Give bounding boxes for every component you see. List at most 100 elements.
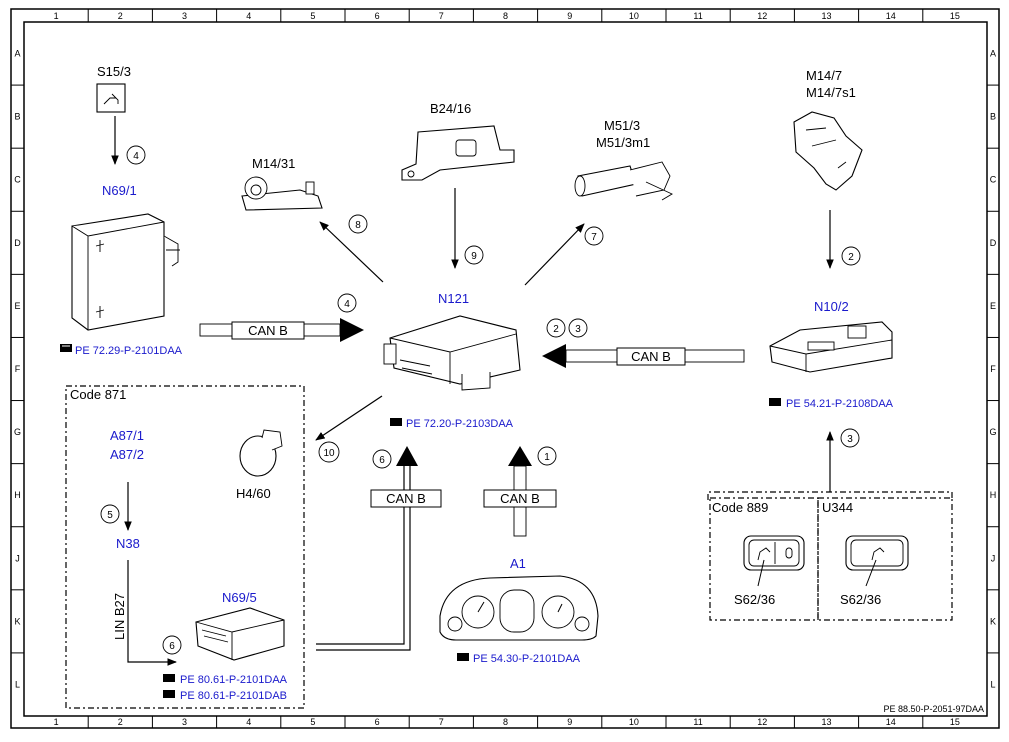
step-badge: 6: [162, 635, 182, 655]
label-a87-1: A87/1: [110, 428, 144, 443]
step-badge: 8: [348, 214, 368, 234]
grid-row-label: J: [15, 553, 20, 563]
arrow-n121-to-h4-60: [315, 395, 383, 441]
step-badge: 2: [546, 318, 566, 338]
label-m14-31: M14/31: [252, 156, 295, 171]
label-m14-7s1: M14/7s1: [806, 85, 856, 100]
step-badge: 3: [568, 318, 588, 338]
label-s62-36-b: S62/36: [840, 592, 881, 607]
grid-column-label: 13: [821, 717, 831, 727]
grid-column-label: 12: [757, 11, 767, 21]
svg-text:2: 2: [553, 324, 559, 335]
ref-n69-5-a: PE 80.61-P-2101DAA: [180, 674, 288, 686]
book-icon: [163, 690, 175, 698]
grid-column-label: 6: [375, 11, 380, 21]
grid-column-label: 5: [310, 717, 315, 727]
label-code-871: Code 871: [70, 387, 126, 402]
grid-column-label: 15: [950, 11, 960, 21]
label-a87-2: A87/2: [110, 447, 144, 462]
grid-row-label: F: [15, 364, 21, 374]
step-badge: 7: [584, 226, 604, 246]
svg-text:3: 3: [575, 324, 581, 335]
label-n121: N121: [438, 291, 469, 306]
grid-row-label: H: [14, 490, 21, 500]
grid-row-label: A: [14, 49, 20, 59]
grid-column-label: 11: [693, 717, 702, 727]
grid-column-label: 12: [757, 717, 767, 727]
label-m51-3: M51/3: [604, 118, 640, 133]
step-badge: 6: [372, 449, 392, 469]
switch-s62-36-single-icon: [845, 535, 909, 571]
grid-column-label: 2: [118, 11, 123, 21]
motor-m14-31-icon: [241, 176, 323, 211]
switch-s62-36-icon: [743, 535, 805, 571]
grid-row-label: F: [990, 364, 996, 374]
step-badge: 2: [841, 246, 861, 266]
ref-a1: PE 54.30-P-2101DAA: [473, 653, 581, 665]
grid-column-label: 1: [54, 11, 59, 21]
label-s62-36-a: S62/36: [734, 592, 775, 607]
leader-line: [865, 559, 877, 587]
svg-text:7: 7: [591, 232, 597, 243]
label-m51-3m1: M51/3m1: [596, 135, 650, 150]
arrow-n121-to-m14-31: [319, 221, 384, 283]
grid-row-label: G: [989, 427, 996, 437]
grid-row-label: E: [990, 301, 996, 311]
ref-n69-5-b: PE 80.61-P-2101DAB: [180, 690, 287, 702]
module-n10-2-icon: [769, 321, 893, 373]
motor-m51-3-icon: [574, 161, 673, 201]
grid-row-label: A: [990, 49, 996, 59]
step-badge: 10: [318, 441, 340, 463]
module-n69-1-icon: [71, 213, 180, 331]
instrument-cluster-a1-icon: [439, 575, 599, 641]
outer-frame: [10, 8, 1000, 729]
grid-column-label: 3: [182, 11, 187, 21]
label-a1: A1: [510, 556, 526, 571]
grid-row-label: B: [14, 112, 20, 122]
label-n69-1: N69/1: [102, 183, 137, 198]
grid-column-label: 14: [886, 717, 896, 727]
grid-column-label: 8: [503, 11, 508, 21]
grid-column-label: 3: [182, 717, 187, 727]
svg-text:6: 6: [169, 641, 175, 652]
label-s15-3: S15/3: [97, 64, 131, 79]
switch-s15-3-icon: [96, 83, 126, 113]
grid-column-label: 10: [629, 717, 639, 727]
label-n10-2: N10/2: [814, 299, 849, 314]
bracket-switches: [707, 491, 953, 500]
step-badge: 5: [100, 504, 120, 524]
ref-n10-2: PE 54.21-P-2108DAA: [786, 398, 894, 410]
grid-column-label: 1: [54, 717, 59, 727]
grid-column-label: 7: [439, 11, 444, 21]
can-bus-left: CAN B: [199, 318, 364, 342]
label-code-889: Code 889: [712, 500, 768, 515]
label-n69-5: N69/5: [222, 590, 257, 605]
step-badge: 1: [537, 446, 557, 466]
svg-text:CAN B: CAN B: [248, 323, 288, 338]
grid-column-label: 8: [503, 717, 508, 727]
grid-column-label: 10: [629, 11, 639, 21]
grid-column-label: 13: [821, 11, 831, 21]
book-icon: [457, 653, 469, 661]
svg-text:CAN B: CAN B: [386, 491, 426, 506]
svg-text:10: 10: [323, 448, 335, 459]
grid-column-label: 9: [567, 11, 572, 21]
grid-row-label: D: [990, 238, 997, 248]
ref-n121: PE 72.20-P-2103DAA: [406, 418, 514, 430]
grid-column-label: 4: [246, 11, 251, 21]
svg-text:5: 5: [107, 510, 113, 521]
lin-bus-line: [127, 560, 177, 666]
step-badge: 4: [126, 145, 146, 165]
svg-text:6: 6: [379, 455, 385, 466]
book-icon: [163, 674, 175, 682]
svg-text:9: 9: [471, 251, 477, 262]
speaker-h4-60-icon: [239, 429, 283, 477]
svg-text:1: 1: [544, 452, 550, 463]
grid-row-label: K: [14, 616, 20, 626]
svg-text:4: 4: [133, 151, 139, 162]
book-icon: [60, 344, 72, 352]
lock-m14-7-icon: [793, 111, 863, 191]
inner-frame: [23, 21, 988, 717]
